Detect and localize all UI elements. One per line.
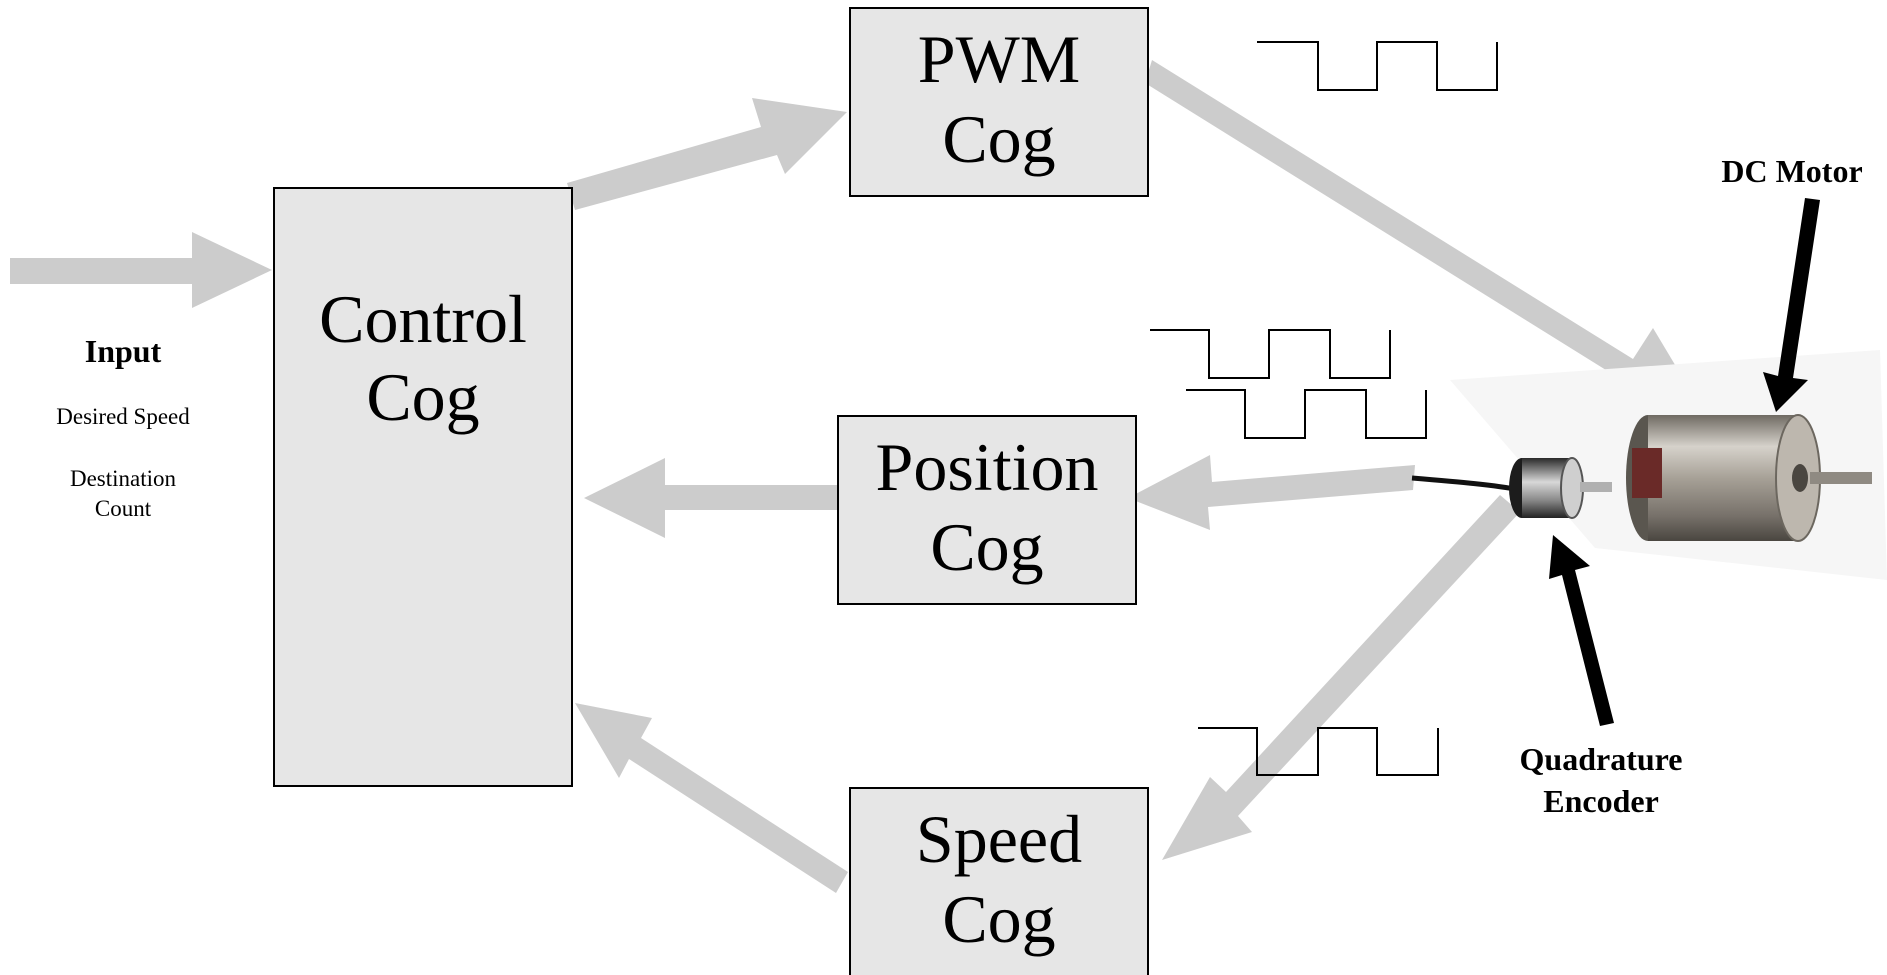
position-cog-box: Position Cog: [837, 415, 1137, 605]
speed-square-wave: [1198, 727, 1439, 776]
control-cog-box: Control Cog: [273, 187, 573, 787]
flow-arrows: [10, 60, 1708, 893]
dc-motor-icon: [1626, 414, 1872, 542]
position-to-control-arrow: [584, 458, 838, 538]
pwm-to-motor-arrow: [1145, 60, 1708, 420]
quadrature-wave-b: [1186, 389, 1427, 439]
pwm-cog-line1: PWM: [918, 21, 1080, 97]
input-title: Input: [85, 333, 162, 369]
speed-cog-line2: Cog: [942, 881, 1055, 957]
pwm-cog-line2: Cog: [942, 101, 1055, 177]
position-cog-line2: Cog: [930, 509, 1043, 585]
input-desired-speed: Desired Speed: [56, 404, 190, 429]
pwm-square-wave: [1257, 41, 1498, 91]
speed-to-control-arrow: [575, 703, 848, 893]
control-cog-line2: Cog: [366, 359, 479, 435]
control-to-pwm-arrow: [567, 98, 847, 210]
quadrature-wave-a: [1150, 329, 1391, 379]
encoder-to-speed-arrow: [1162, 495, 1520, 860]
encoder-to-position-arrow: [1128, 455, 1415, 530]
motor-pointer-arrow: [1763, 198, 1820, 412]
speed-cog-line1: Speed: [916, 801, 1082, 877]
input-arrow: [10, 232, 272, 308]
dc-motor-label: DC Motor: [1721, 153, 1862, 189]
input-destination: Destination: [70, 466, 177, 491]
encoder-label-line2: Encoder: [1543, 783, 1659, 819]
speed-cog-box: Speed Cog: [849, 787, 1149, 975]
position-cog-line1: Position: [876, 429, 1099, 505]
encoder-cable: [1411, 475, 1521, 493]
input-count: Count: [95, 496, 152, 521]
encoder-label-line1: Quadrature: [1520, 741, 1683, 777]
pwm-cog-box: PWM Cog: [849, 7, 1149, 197]
encoder-icon: [1509, 457, 1612, 519]
control-cog-line1: Control: [319, 281, 527, 357]
encoder-pointer-arrow: [1549, 535, 1614, 726]
